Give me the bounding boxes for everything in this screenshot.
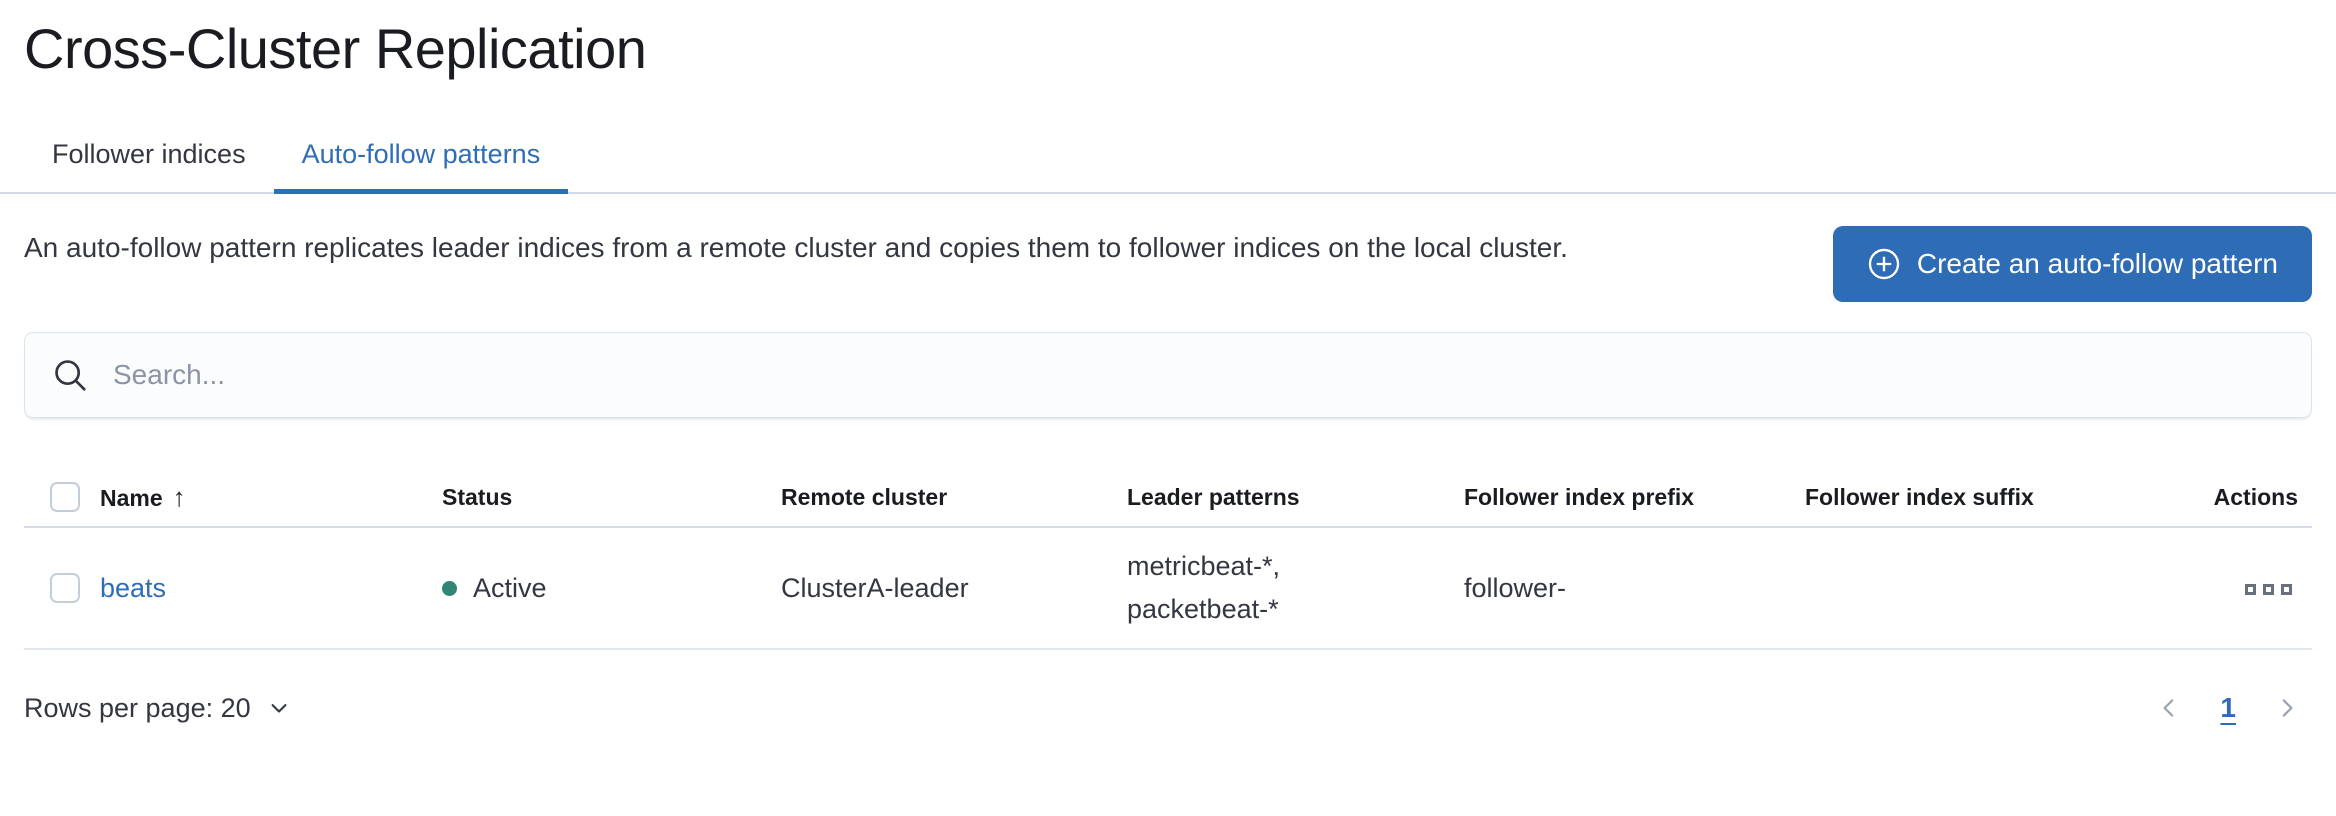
create-auto-follow-pattern-button[interactable]: Create an auto-follow pattern xyxy=(1832,226,2312,302)
auto-follow-patterns-table: Name ↑ Status Remote cluster Leader patte… xyxy=(24,468,2312,650)
rows-per-page-button[interactable]: Rows per page: 20 xyxy=(24,693,293,724)
column-header-name-label: Name xyxy=(100,484,163,511)
row-checkbox[interactable] xyxy=(50,573,80,603)
cross-cluster-replication-page: Cross-Cluster Replication Follower indic… xyxy=(0,16,2336,740)
status-cell: Active xyxy=(442,573,767,604)
follower-index-prefix-cell: follower- xyxy=(1450,527,1791,650)
page-title: Cross-Cluster Replication xyxy=(24,17,647,80)
pagination: 1 xyxy=(2150,689,2306,727)
sort-ascending-icon: ↑ xyxy=(172,481,186,512)
leader-patterns-cell: metricbeat-*, packetbeat-* xyxy=(1113,527,1450,650)
search-bar xyxy=(24,332,2312,418)
row-actions-button[interactable] xyxy=(2239,578,2298,601)
next-page-button[interactable] xyxy=(2268,689,2306,727)
follower-index-suffix-cell xyxy=(1791,527,2132,650)
column-header-follower-index-suffix: Follower index suffix xyxy=(1791,468,2132,528)
search-input[interactable] xyxy=(111,332,2301,418)
status-active-dot-icon xyxy=(442,580,457,596)
page-1-button[interactable]: 1 xyxy=(2214,692,2242,724)
chevron-right-icon xyxy=(2272,693,2302,723)
chevron-down-icon xyxy=(265,694,293,722)
table-footer: Rows per page: 20 1 xyxy=(24,676,2312,740)
remote-cluster-cell: ClusterA-leader xyxy=(767,527,1113,650)
column-header-leader-patterns: Leader patterns xyxy=(1113,468,1450,528)
header-section: An auto-follow pattern replicates leader… xyxy=(24,224,2312,302)
rows-per-page-label: Rows per page: 20 xyxy=(24,692,251,723)
boxes-horizontal-icon xyxy=(2245,583,2292,595)
plus-in-circle-icon xyxy=(1867,247,1901,281)
tab-bar: Follower indices Auto-follow patterns xyxy=(0,125,2336,194)
create-button-label: Create an auto-follow pattern xyxy=(1916,248,2278,279)
table-row-beats: beats Active ClusterA-leader metricbeat-… xyxy=(24,527,2312,650)
table-header-row: Name ↑ Status Remote cluster Leader patte… xyxy=(24,468,2312,528)
select-all-checkbox[interactable] xyxy=(50,482,80,512)
pattern-name-link[interactable]: beats xyxy=(100,572,167,603)
chevron-left-icon xyxy=(2154,693,2184,723)
column-header-actions: Actions xyxy=(2132,468,2312,528)
column-header-follower-index-prefix: Follower index prefix xyxy=(1450,468,1791,528)
search-icon xyxy=(51,356,89,394)
previous-page-button[interactable] xyxy=(2150,689,2188,727)
column-header-name[interactable]: Name ↑ xyxy=(86,468,428,528)
tab-auto-follow-patterns[interactable]: Auto-follow patterns xyxy=(273,125,569,194)
tab-follower-indices[interactable]: Follower indices xyxy=(52,139,246,169)
status-label: Active xyxy=(473,572,547,603)
page-description: An auto-follow pattern replicates leader… xyxy=(24,232,1568,263)
column-header-status: Status xyxy=(428,468,767,528)
column-header-remote-cluster: Remote cluster xyxy=(767,468,1113,528)
